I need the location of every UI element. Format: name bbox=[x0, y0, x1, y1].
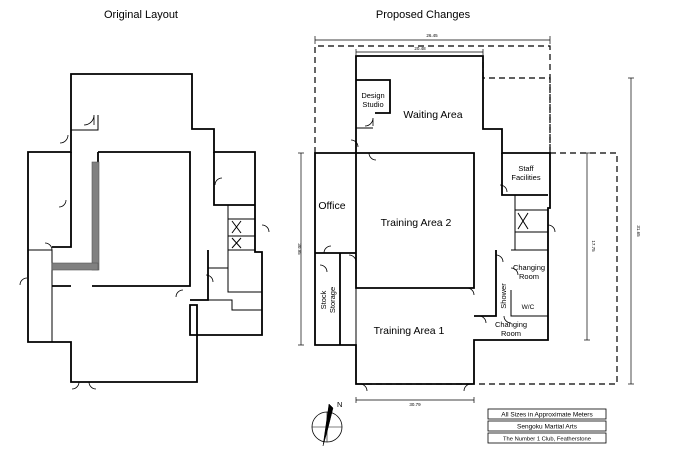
stock-storage-label-2: Storage bbox=[328, 287, 337, 313]
office-label: Office bbox=[318, 200, 345, 212]
original-layout-heading: Original Layout bbox=[104, 9, 178, 21]
dimension-top-outer: 26.45 bbox=[426, 33, 438, 38]
design-studio-label: Design bbox=[361, 91, 384, 100]
stock-storage-label: Stock bbox=[319, 290, 328, 309]
north-compass: N bbox=[311, 400, 342, 447]
design-studio-label-2: Studio bbox=[362, 100, 383, 109]
waiting-area-label: Waiting Area bbox=[403, 109, 462, 121]
dimension-bottom: 30.79 bbox=[409, 402, 421, 407]
training-area-1-label: Training Area 1 bbox=[374, 325, 445, 337]
compass-north-label: N bbox=[337, 400, 342, 409]
staff-facilities-label: Staff bbox=[518, 164, 534, 173]
north-arrow-icon bbox=[322, 403, 334, 447]
shower-label: Shower bbox=[499, 283, 508, 309]
wc-label: W/C bbox=[522, 304, 535, 311]
proposed-changes-plan: Design Studio Waiting Area Staff Facilit… bbox=[297, 33, 641, 407]
dimension-top-inner: 20.48 bbox=[414, 46, 426, 51]
dimension-left: 30.95 bbox=[297, 243, 302, 255]
changing-room-upper-label: Changing bbox=[513, 263, 545, 272]
legend-company: Sengoku Martial Arts bbox=[517, 424, 578, 431]
changing-room-lower-label: Changing bbox=[495, 320, 527, 329]
changing-room-upper-label-2: Room bbox=[519, 272, 539, 281]
dimension-right-inner: 17.75 bbox=[591, 240, 596, 252]
staff-facilities-label-2: Facilities bbox=[511, 173, 540, 182]
dimension-right-outer: 31.65 bbox=[636, 225, 641, 237]
legend-location: The Number 1 Club, Featherstone bbox=[503, 437, 591, 443]
changing-room-lower-label-2: Room bbox=[501, 329, 521, 338]
proposed-changes-heading: Proposed Changes bbox=[376, 9, 471, 21]
training-area-2-label: Training Area 2 bbox=[381, 217, 452, 229]
legend-box: All Sizes in Approximate Meters Sengoku … bbox=[487, 408, 607, 444]
legend-units: All Sizes in Approximate Meters bbox=[501, 412, 593, 419]
original-layout-plan bbox=[19, 73, 270, 390]
